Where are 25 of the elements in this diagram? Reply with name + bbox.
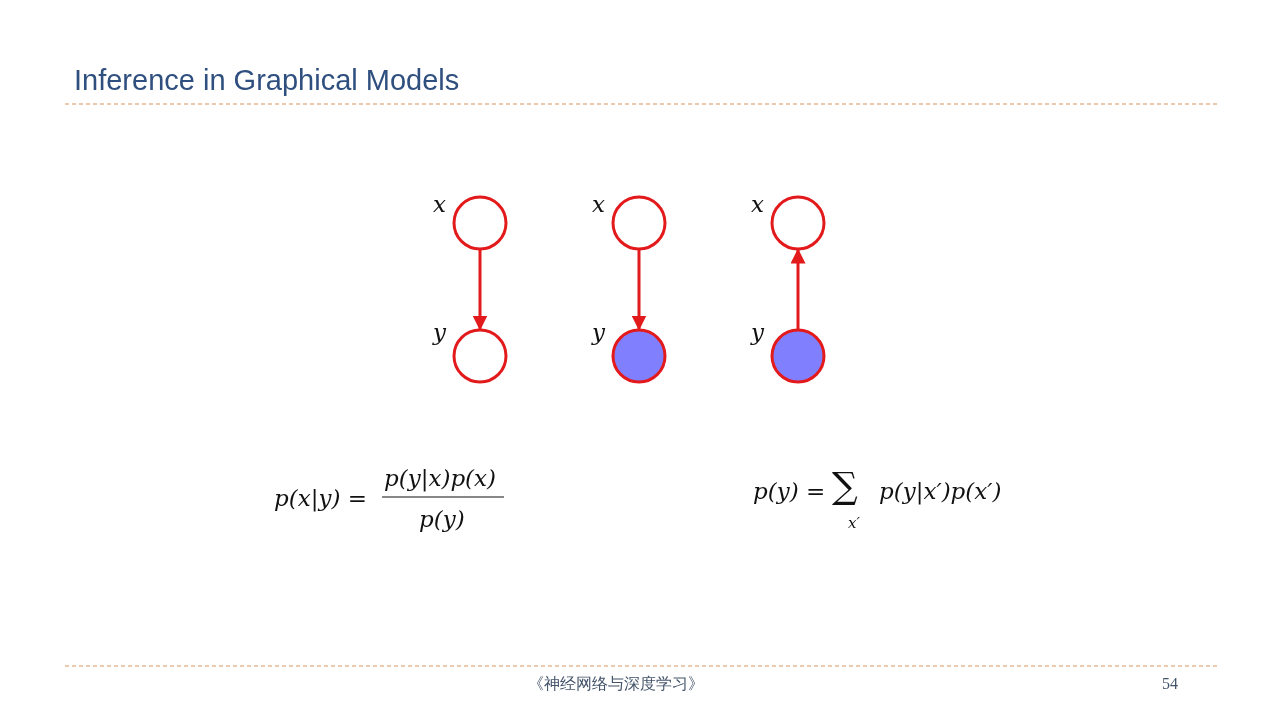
footer-text: 《神经网络与深度学习》 <box>528 674 704 695</box>
variable-circle <box>452 195 508 251</box>
variable-label: y <box>592 321 605 344</box>
variable-circle <box>770 195 826 251</box>
formula-text: p(y) = <box>753 480 826 503</box>
arrow <box>472 250 488 331</box>
formula-text: p(x|y) = <box>274 487 367 510</box>
variable-label: y <box>751 321 764 344</box>
arrow <box>790 248 806 329</box>
variable-label: x <box>751 193 764 216</box>
formula-text: p(y|x)p(x) <box>384 467 497 490</box>
variable-circle <box>770 328 826 384</box>
arrow <box>631 250 647 331</box>
slide-title: Inference in Graphical Models <box>74 64 460 97</box>
formula-text: p(y|x′)p(x′) <box>879 480 1002 503</box>
variable-label: x <box>433 193 446 216</box>
variable-circle <box>611 328 667 384</box>
sum-symbol: ∑ <box>832 468 858 504</box>
formula-text: p(y) <box>419 508 465 531</box>
variable-label: x <box>592 193 605 216</box>
variable-circle <box>452 328 508 384</box>
formula-text: x′ <box>848 516 860 531</box>
page-number: 54 <box>1162 675 1178 693</box>
variable-label: y <box>433 321 446 344</box>
variable-circle <box>611 195 667 251</box>
